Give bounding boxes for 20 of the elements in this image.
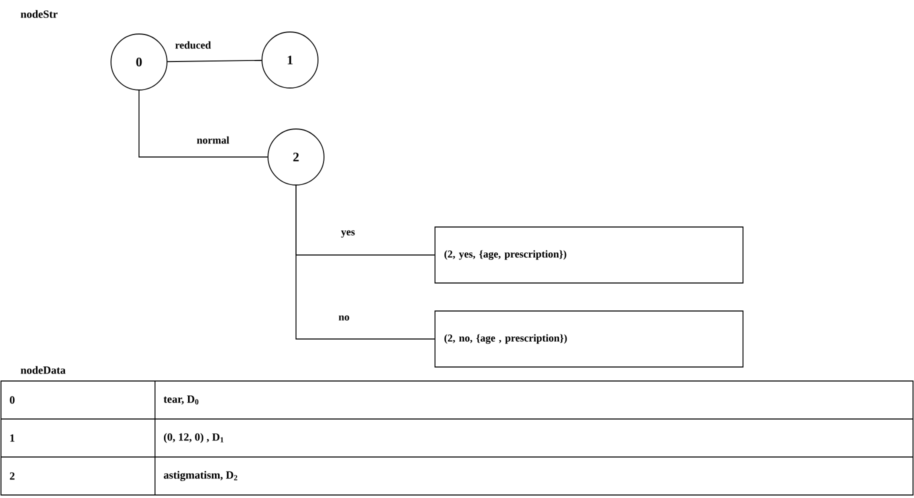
connector-line [138,90,268,158]
circle-node: 0 [110,34,168,90]
result-box: (2, yes, {age, prescription}) [434,226,744,284]
edge-label: no [337,314,351,322]
section-heading: nodeData [20,366,66,374]
edge-label: reduced [174,40,212,50]
table-cell: astigmatism, D$_{2}$ [164,470,238,482]
result-box: (2, no, {age , prescription}) [434,310,744,368]
table-cell: 1 [10,434,14,442]
table-cell: 0 [10,396,15,404]
edge-label: yes [340,229,356,239]
edge-label: normal [196,135,230,145]
table-cell: 2 [10,472,14,480]
circle-node: 2 [268,128,324,186]
connector-line [167,60,262,62]
table-cell: (0, 12, 0) , D$_{1}$ [164,433,224,443]
circle-node: 1 [262,32,318,88]
connector-line [296,185,435,340]
section-heading: nodeStr [20,10,58,18]
table-cell: tear, D$_{0}$ [164,396,198,404]
